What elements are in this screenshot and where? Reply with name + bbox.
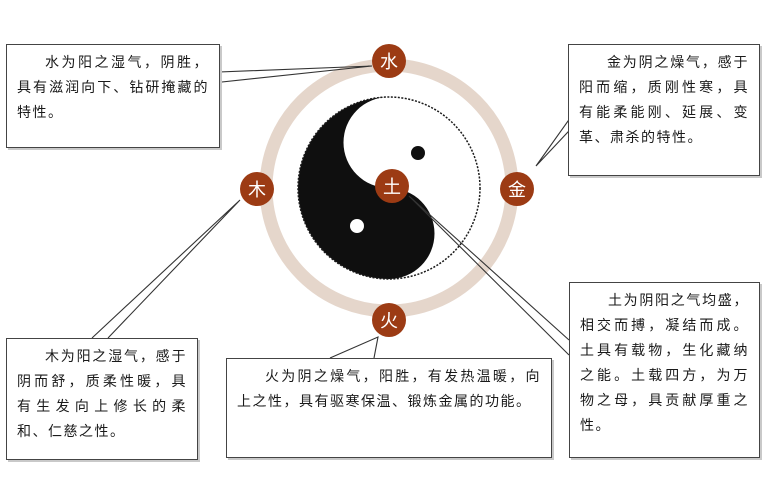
earth-badge: 土 — [375, 169, 409, 203]
earth-description: 土为阴阳之气均盛，相交而搏，凝结而成。土具有载物，生化藏纳之能。土载四方，为万物… — [580, 293, 749, 434]
fire-badge-label: 火 — [380, 311, 398, 332]
water-badge: 水 — [372, 44, 406, 78]
earth-description-box: 土为阴阳之气均盛，相交而搏，凝结而成。土具有载物，生化藏纳之能。土载四方，为万物… — [569, 282, 760, 458]
metal-badge-label: 金 — [508, 180, 526, 201]
wood-badge: 木 — [240, 172, 274, 206]
water-badge-label: 水 — [380, 52, 398, 73]
fire-description: 火为阴之燥气，阳胜，有发热温暖，向上之性，具有驱寒保温、锻炼金属的功能。 — [237, 369, 541, 410]
earth-connector — [409, 196, 569, 355]
water-description: 水为阳之湿气，阴胜，具有滋润向下、钻研掩藏的特性。 — [17, 55, 209, 121]
fire-connector — [330, 337, 378, 358]
yang-dot — [350, 219, 364, 233]
wood-badge-label: 木 — [248, 180, 266, 201]
water-description-box: 水为阳之湿气，阴胜，具有滋润向下、钻研掩藏的特性。 — [6, 44, 220, 148]
wood-description-box: 木为阳之湿气，感于阴而舒，质柔性暖，具有生发向上修长的柔和、仁慈之性。 — [6, 338, 198, 460]
fire-badge: 火 — [372, 303, 406, 337]
wood-description: 木为阳之湿气，感于阴而舒，质柔性暖，具有生发向上修长的柔和、仁慈之性。 — [17, 349, 187, 440]
fire-description-box: 火为阴之燥气，阳胜，有发热温暖，向上之性，具有驱寒保温、锻炼金属的功能。 — [226, 358, 552, 458]
metal-description: 金为阴之燥气，感于阳而缩，质刚性寒，具有能柔能刚、延展、变革、肃杀的特性。 — [579, 55, 749, 146]
wood-connector — [92, 200, 240, 338]
yin-dot — [411, 146, 425, 160]
metal-badge: 金 — [500, 172, 534, 206]
earth-badge-label: 土 — [383, 177, 401, 198]
metal-description-box: 金为阴之燥气，感于阳而缩，质刚性寒，具有能柔能刚、延展、变革、肃杀的特性。 — [568, 44, 760, 176]
